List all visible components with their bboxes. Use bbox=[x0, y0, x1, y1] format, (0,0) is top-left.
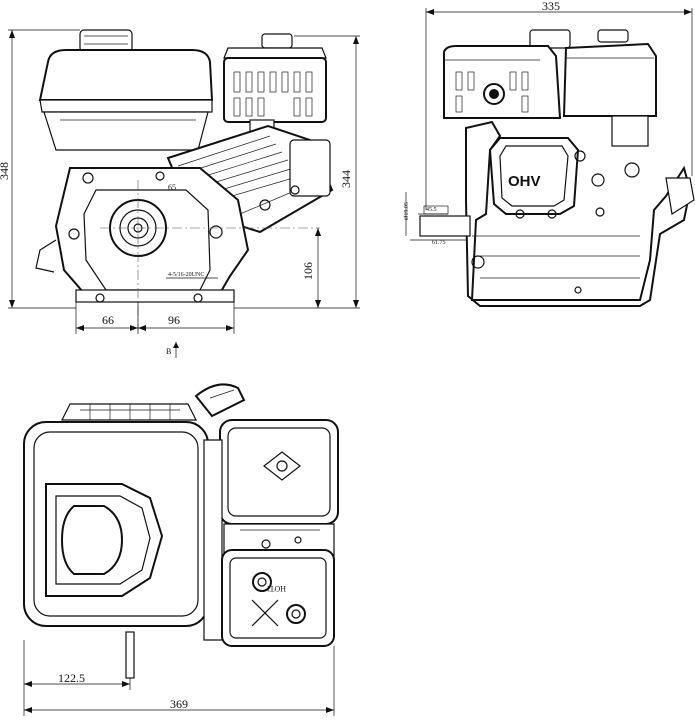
shaft-offset-122-5: 122.5 bbox=[58, 671, 85, 685]
base-dimension-66: 66 bbox=[102, 313, 114, 327]
front-view-dimensions: 348 344 106 66 96 B bbox=[0, 29, 360, 358]
top-view-dimensions: 122.5 369 bbox=[23, 640, 335, 716]
ohv-cover-label: OHV bbox=[508, 173, 541, 190]
fuel-tank-side bbox=[443, 29, 571, 119]
side-view: OHV 335 Ø19.05 bbox=[404, 0, 695, 307]
recoil-starter-housing bbox=[23, 421, 209, 627]
shaft-height-106: 106 bbox=[301, 262, 315, 280]
crankcase-front bbox=[35, 167, 250, 303]
air-cleaner-side bbox=[562, 29, 657, 147]
air-cleaner-top bbox=[219, 419, 339, 525]
shaft-length-label: 61.75 bbox=[432, 240, 446, 246]
overall-height-344: 344 bbox=[339, 170, 353, 188]
hot-warning-label: HOT! bbox=[267, 584, 286, 593]
ohv-cover: OHV bbox=[488, 137, 580, 215]
hole-spec-label: 4-5/16-20UNC bbox=[168, 272, 204, 278]
overall-height-348: 348 bbox=[0, 162, 11, 180]
fuel-tank bbox=[38, 29, 214, 151]
recoil-handle bbox=[194, 383, 246, 418]
overall-length-369: 369 bbox=[170, 697, 188, 711]
boss-dimension-label: 65 bbox=[168, 183, 176, 192]
front-view: 65 4-5/16-20UNC 348 344 106 bbox=[0, 29, 360, 358]
fuel-tank-top: HOT! bbox=[221, 549, 335, 647]
section-marker-b: B bbox=[166, 347, 171, 356]
base-dimension-96: 96 bbox=[168, 313, 180, 327]
keyway-length-label: 45.5 bbox=[426, 207, 437, 213]
shaft-diameter-label: Ø19.05 bbox=[404, 202, 410, 220]
overall-width-335: 335 bbox=[542, 0, 560, 13]
top-view: HOT! 122.5 369 bbox=[23, 383, 339, 716]
side-view-dimensions: 335 Ø19.05 45.5 61.75 bbox=[404, 0, 693, 246]
engine-body-side bbox=[419, 120, 695, 307]
